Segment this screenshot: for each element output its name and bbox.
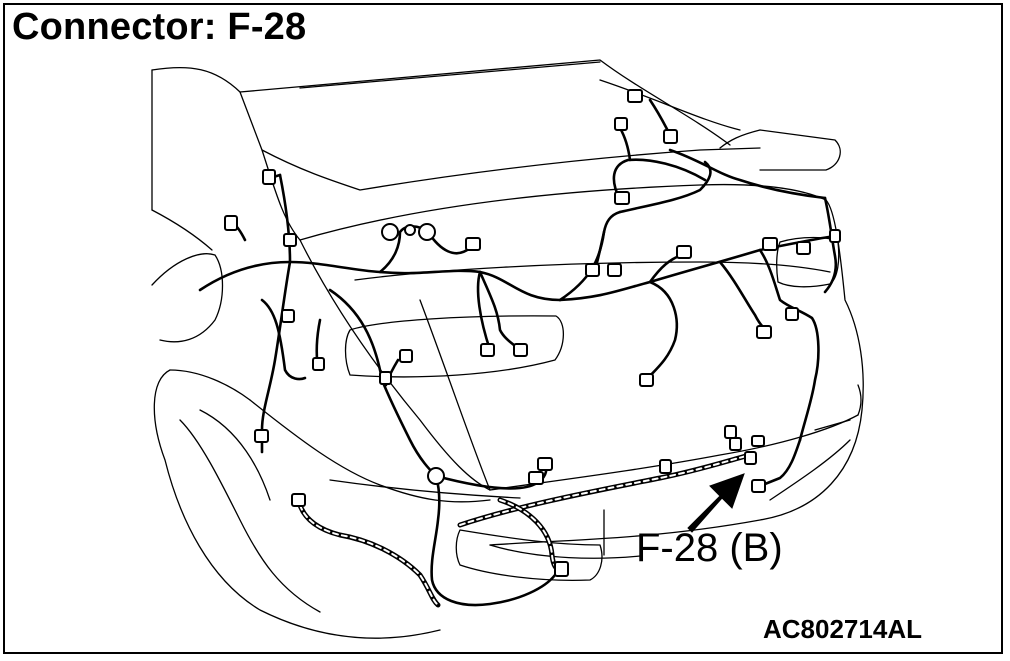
figure-frame (3, 3, 1003, 654)
figure-title: Connector: F-28 (12, 6, 307, 48)
callout-arrow (687, 473, 745, 533)
connectors (224, 89, 841, 577)
figure-code: AC802714AL (763, 614, 922, 644)
connector-callout-label: F-28 (B) (636, 526, 783, 570)
wiring-harness (198, 98, 838, 607)
